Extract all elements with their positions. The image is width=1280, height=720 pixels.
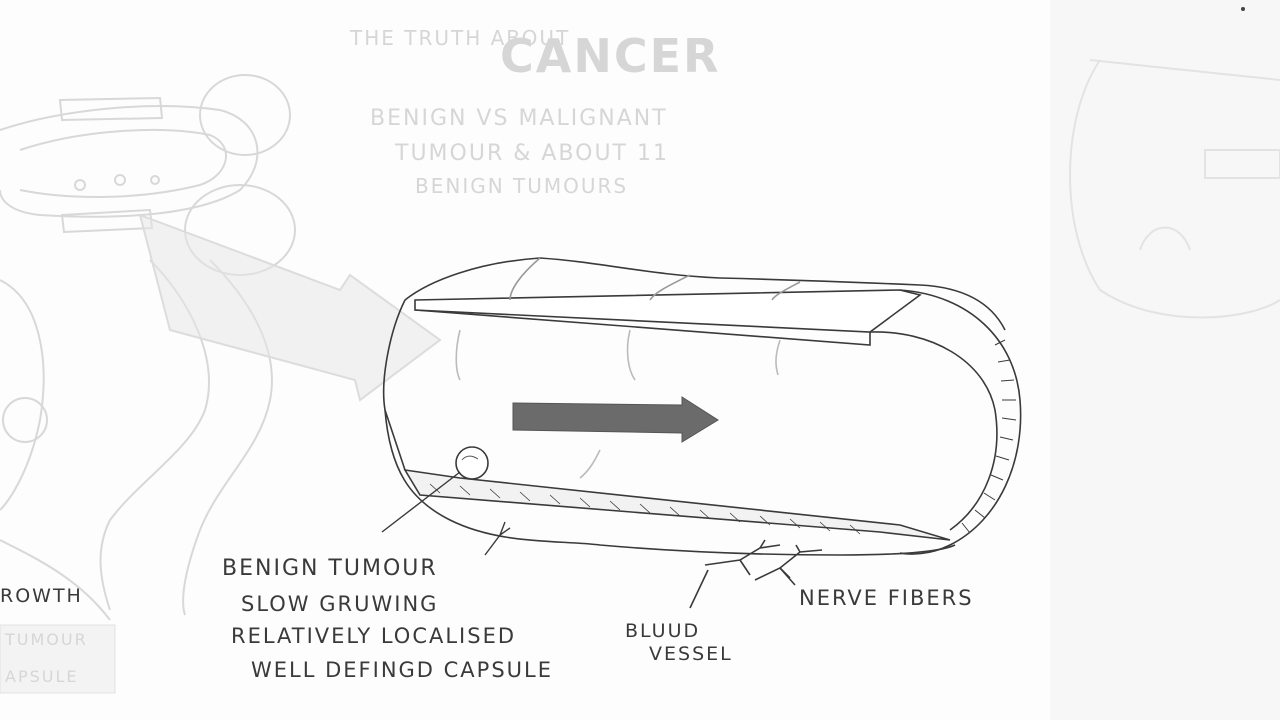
blood-vessel-label-line-2: VESSEL <box>649 643 733 665</box>
faded-title-main: CANCER <box>500 29 720 83</box>
faded-title-line-2: TUMOUR & ABOUT 11 <box>394 141 669 166</box>
blood-vessel-label-line-1: BLUUD <box>625 620 700 642</box>
faded-right-panel <box>1050 0 1280 720</box>
benign-trait-localised: RELATIVELY LOCALISED <box>231 624 516 648</box>
dot-mark <box>1241 7 1245 11</box>
faded-title: THE TRUTH ABOUT CANCER BENIGN VS MALIGNA… <box>349 26 720 198</box>
nerve-fibers <box>755 545 822 585</box>
nerve-fibers-label: NERVE FIBERS <box>799 586 974 610</box>
benign-tumour-title: BENIGN TUMOUR <box>222 556 438 581</box>
small-vessel-branch <box>485 522 510 555</box>
blood-vessel-tube <box>384 258 1021 555</box>
tumour-faded-label: TUMOUR <box>4 630 88 649</box>
benign-tumour-mass <box>456 447 488 479</box>
faded-title-line-3: BENIGN TUMOURS <box>415 174 628 198</box>
capsule-faded-label: APSULE <box>5 667 78 686</box>
benign-trait-capsule: WELL DEFINGD CAPSULE <box>251 658 553 682</box>
growth-label: ROWTH <box>0 585 83 607</box>
benign-trait-slow-growing: SLOW GRUWING <box>241 592 438 616</box>
zoom-arrow <box>140 215 440 400</box>
faded-title-line-1: BENIGN VS MALIGNANT <box>370 106 668 131</box>
flow-direction-arrow <box>513 397 718 442</box>
